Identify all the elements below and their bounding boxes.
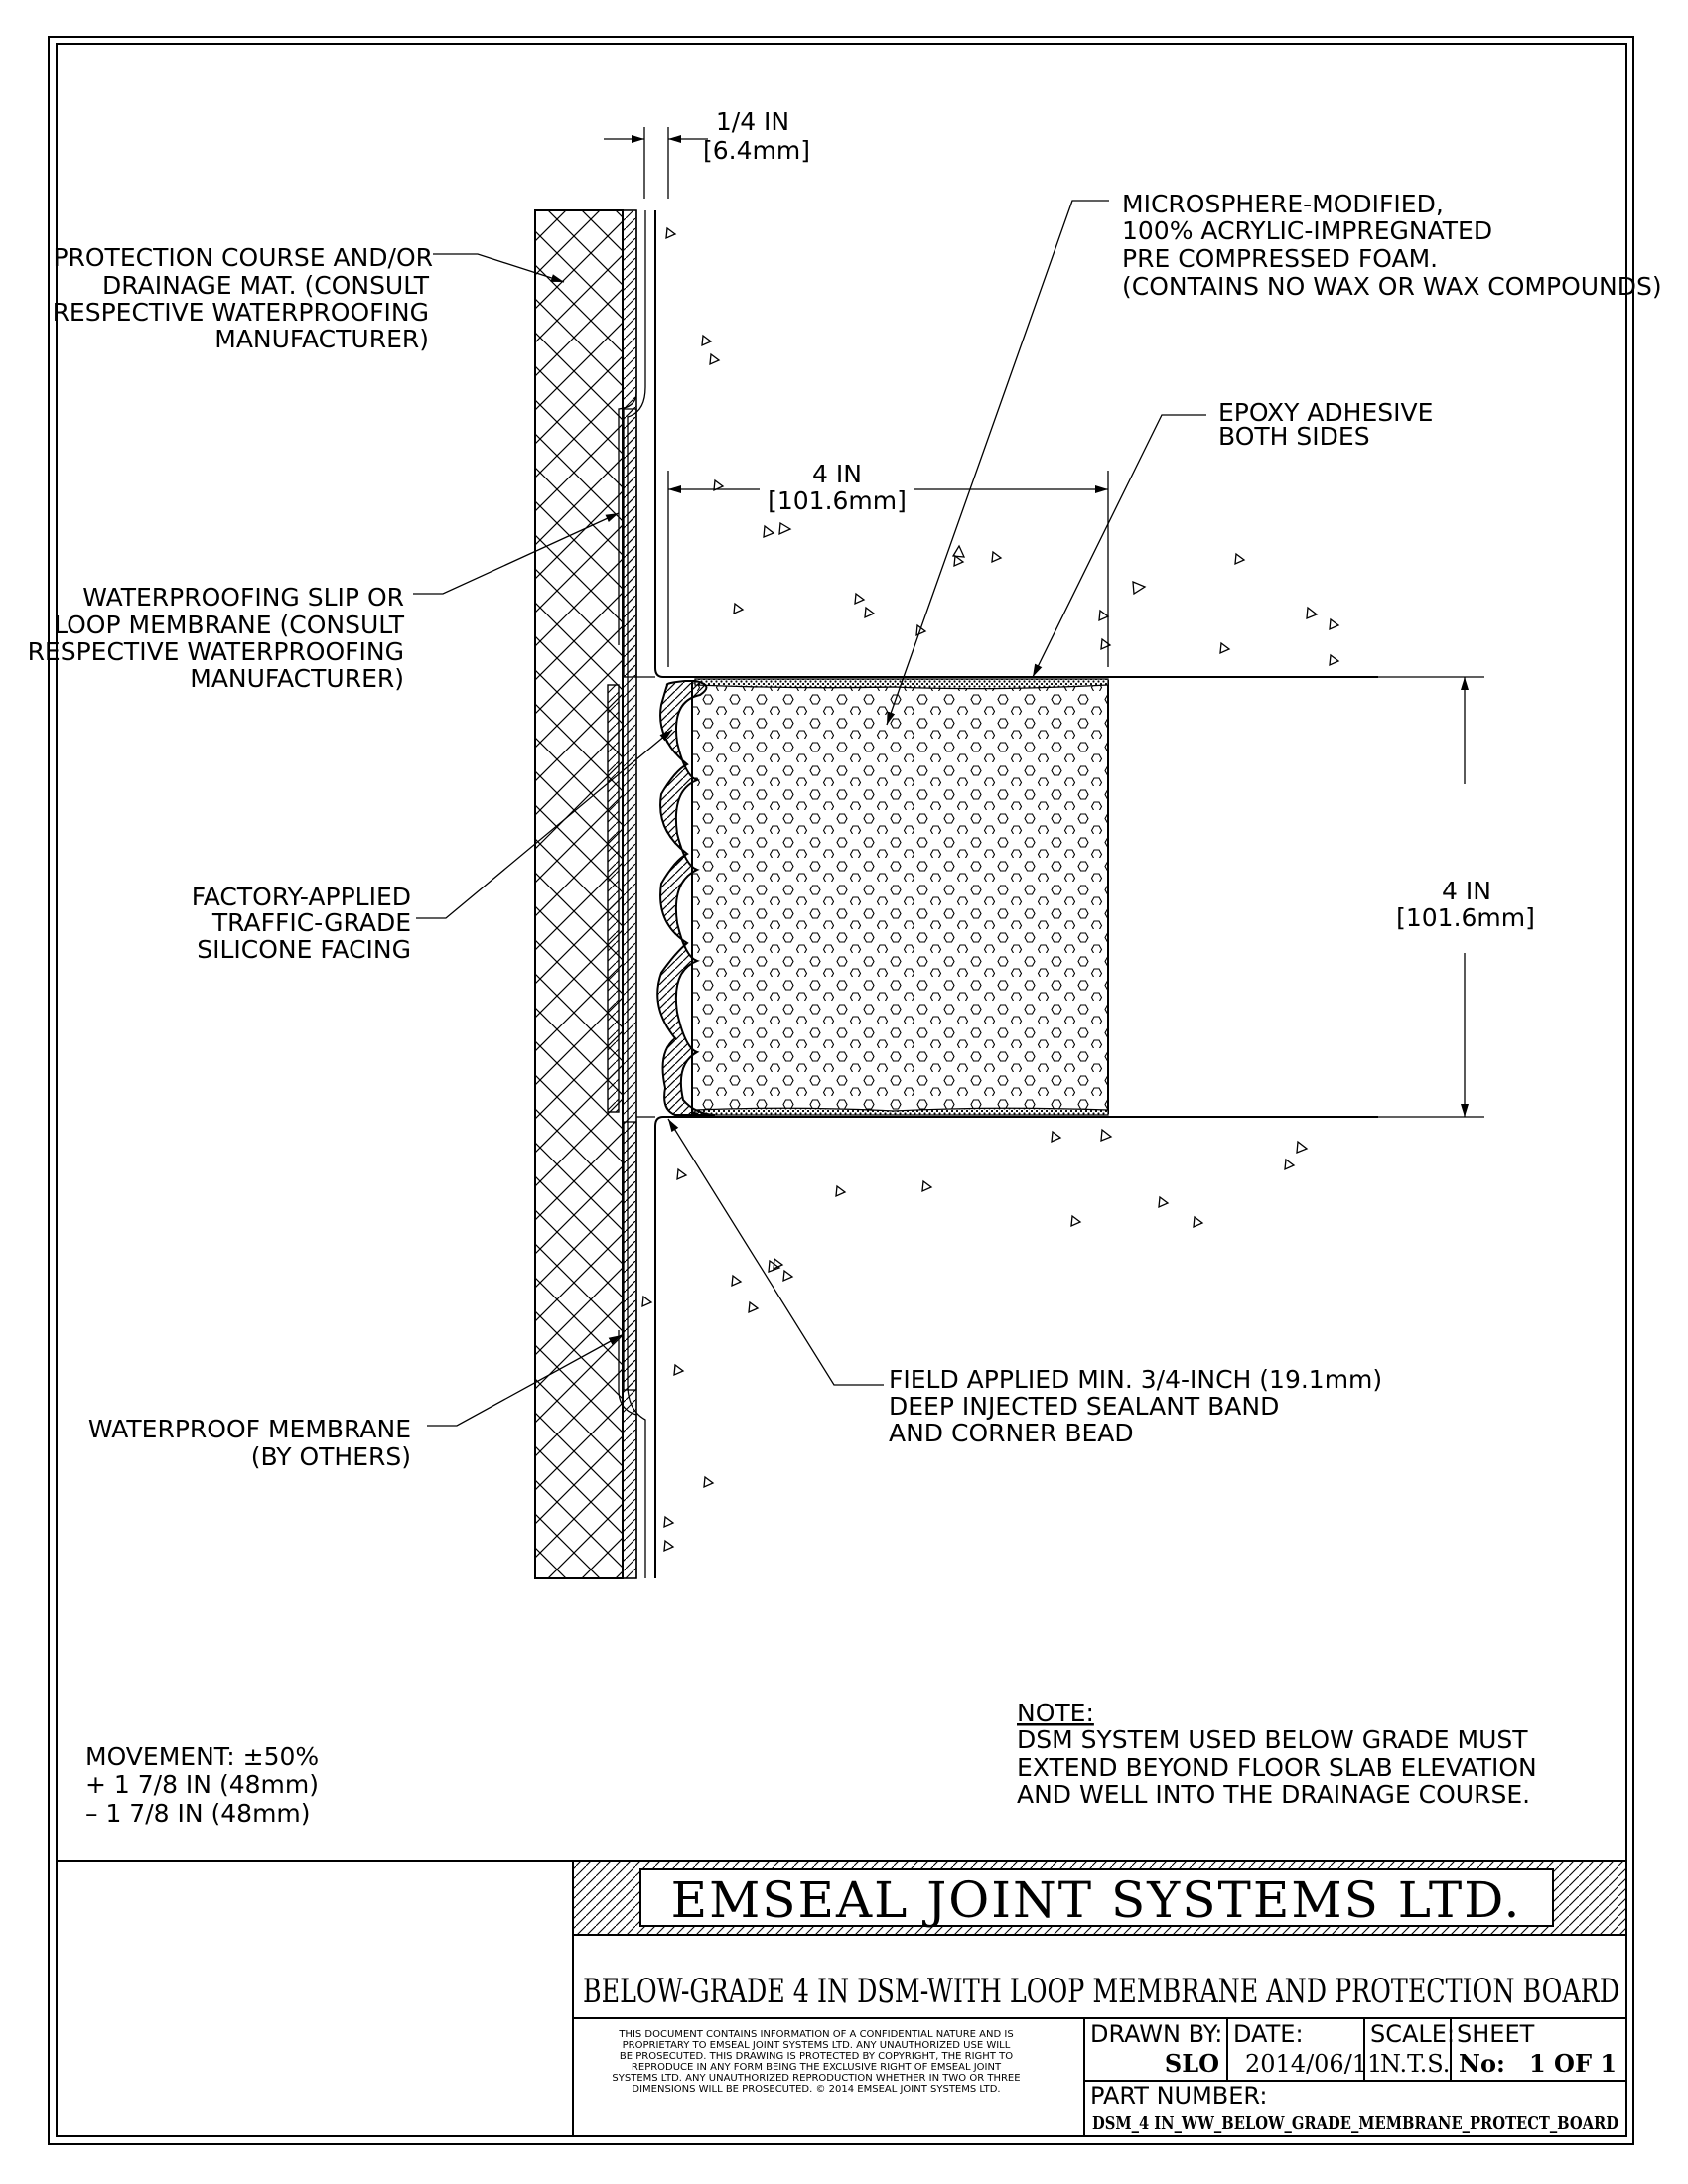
svg-text:FIELD APPLIED MIN. 3/4-INCH (1: FIELD APPLIED MIN. 3/4-INCH (19.1mm) — [889, 1365, 1382, 1394]
title-block: EMSEAL JOINT SYSTEMS LTD. BELOW-GRADE 4 … — [572, 1860, 1627, 2136]
dim-width-in: 4 IN — [812, 460, 862, 488]
company-name: EMSEAL JOINT SYSTEMS LTD. — [671, 1871, 1522, 1929]
membrane-layers — [607, 209, 646, 1579]
svg-text:REPRODUCE IN ANY FORM BEING TH: REPRODUCE IN ANY FORM BEING THE EXCLUSIV… — [632, 2062, 1002, 2073]
foam-block — [691, 680, 1109, 1114]
callout-sealant-band: FIELD APPLIED MIN. 3/4-INCH (19.1mm) DEE… — [889, 1365, 1382, 1447]
callout-slip-loop-membrane: WATERPROOFING SLIP OR LOOP MEMBRANE (CON… — [28, 583, 405, 693]
svg-text:MOVEMENT: ±50%: MOVEMENT: ±50% — [85, 1742, 319, 1771]
svg-text:THIS DOCUMENT CONTAINS INFORMA: THIS DOCUMENT CONTAINS INFORMATION OF A … — [618, 2029, 1013, 2040]
sheet-label: SHEET — [1457, 2020, 1535, 2048]
svg-text:[101.6mm]: [101.6mm] — [768, 486, 907, 515]
svg-text:FACTORY-APPLIED: FACTORY-APPLIED — [192, 883, 411, 911]
drawn-by-value: SLO — [1165, 2049, 1219, 2078]
part-number-label: PART NUMBER: — [1090, 2082, 1267, 2110]
svg-text:+ 1 7/8 IN (48mm): + 1 7/8 IN (48mm) — [85, 1770, 319, 1799]
sheet-border-inner — [56, 43, 1627, 2137]
concrete-slabs — [636, 210, 1378, 1578]
dim-depth-mm: [101.6mm] — [1396, 903, 1535, 932]
svg-text:PROTECTION COURSE AND/OR: PROTECTION COURSE AND/OR — [53, 243, 433, 272]
svg-text:AND CORNER BEAD: AND CORNER BEAD — [889, 1419, 1134, 1447]
scale-value: N.T.S. — [1380, 2050, 1450, 2078]
date-label: DATE: — [1233, 2020, 1304, 2048]
svg-text:DIMENSIONS WILL BE PROSECUTED.: DIMENSIONS WILL BE PROSECUTED. © 2014 EM… — [632, 2084, 1000, 2095]
svg-text:DRAINAGE MAT. (CONSULT: DRAINAGE MAT. (CONSULT — [102, 271, 430, 300]
svg-text:RESPECTIVE WATERPROOFING: RESPECTIVE WATERPROOFING — [28, 637, 404, 666]
svg-text:BOTH SIDES: BOTH SIDES — [1218, 422, 1370, 451]
svg-text:WATERPROOFING SLIP OR: WATERPROOFING SLIP OR — [82, 583, 404, 612]
svg-text:MICROSPHERE-MODIFIED,: MICROSPHERE-MODIFIED, — [1122, 190, 1444, 218]
svg-text:DSM SYSTEM USED BELOW GRADE MU: DSM SYSTEM USED BELOW GRADE MUST — [1017, 1725, 1528, 1754]
svg-text:4 IN: 4 IN — [812, 460, 862, 488]
svg-text:SILICONE FACING: SILICONE FACING — [197, 935, 411, 964]
epoxy-band-bottom — [694, 1107, 1109, 1116]
part-number-value: DSM_4 IN_WW_BELOW_GRADE_MEMBRANE_PROTECT… — [1092, 2114, 1618, 2134]
movement-spec: MOVEMENT: ±50% + 1 7/8 IN (48mm) – 1 7/8… — [85, 1742, 319, 1828]
svg-text:WATERPROOF MEMBRANE: WATERPROOF MEMBRANE — [88, 1415, 411, 1443]
svg-text:MANUFACTURER): MANUFACTURER) — [190, 664, 404, 693]
dim-gap-top-mm: [6.4mm] — [703, 136, 810, 165]
dim-depth-in: 4 IN — [1442, 877, 1491, 905]
callout-microsphere-foam: MICROSPHERE-MODIFIED, 100% ACRYLIC-IMPRE… — [1122, 190, 1662, 301]
svg-text:SYSTEMS LTD. ANY UNAUTHORIZED: SYSTEMS LTD. ANY UNAUTHORIZED REPRODUCTI… — [612, 2073, 1020, 2084]
svg-text:LOOP MEMBRANE (CONSULT: LOOP MEMBRANE (CONSULT — [54, 611, 405, 639]
svg-text:PROPRIETARY TO EMSEAL JOINT SY: PROPRIETARY TO EMSEAL JOINT SYSTEMS LTD.… — [623, 2040, 1011, 2051]
svg-text:PRE COMPRESSED FOAM.: PRE COMPRESSED FOAM. — [1122, 244, 1438, 273]
silicone-facing — [656, 680, 716, 1116]
svg-text:1/4 IN: 1/4 IN — [716, 107, 789, 136]
svg-text:– 1 7/8 IN (48mm): – 1 7/8 IN (48mm) — [85, 1799, 311, 1828]
svg-text:4 IN: 4 IN — [1442, 877, 1491, 905]
svg-text:EPOXY ADHESIVE: EPOXY ADHESIVE — [1218, 398, 1433, 427]
svg-text:AND WELL INTO THE DRAINAGE COU: AND WELL INTO THE DRAINAGE COURSE. — [1017, 1780, 1530, 1809]
sheet-value: 1 OF 1 — [1529, 2049, 1617, 2078]
svg-text:(CONTAINS NO WAX OR WAX COMPOU: (CONTAINS NO WAX OR WAX COMPOUNDS) — [1122, 272, 1662, 301]
svg-text:[6.4mm]: [6.4mm] — [703, 136, 810, 165]
callout-epoxy-adhesive: EPOXY ADHESIVE BOTH SIDES — [1218, 398, 1433, 451]
note-block: NOTE: DSM SYSTEM USED BELOW GRADE MUST E… — [1017, 1699, 1537, 1809]
svg-text:RESPECTIVE WATERPROOFING: RESPECTIVE WATERPROOFING — [53, 298, 429, 327]
drawn-by-label: DRAWN BY: — [1090, 2020, 1222, 2048]
callout-protection-course: PROTECTION COURSE AND/OR DRAINAGE MAT. (… — [53, 243, 433, 353]
svg-text:BE PROSECUTED. THIS DRAWING IS: BE PROSECUTED. THIS DRAWING IS PROTECTED… — [620, 2051, 1013, 2062]
svg-text:TRAFFIC-GRADE: TRAFFIC-GRADE — [211, 908, 411, 937]
sheet-no-label: No: — [1459, 2049, 1505, 2078]
dim-gap-top-in: 1/4 IN — [716, 107, 789, 136]
drawing-title: BELOW-GRADE 4 IN DSM-WITH LOOP MEMBRANE … — [583, 1972, 1619, 2011]
svg-text:100% ACRYLIC-IMPREGNATED: 100% ACRYLIC-IMPREGNATED — [1122, 216, 1492, 245]
date-value: 2014/06/11 — [1245, 2050, 1382, 2078]
svg-text:MANUFACTURER): MANUFACTURER) — [214, 325, 429, 353]
callout-silicone-facing: FACTORY-APPLIED TRAFFIC-GRADE SILICONE F… — [192, 883, 411, 964]
svg-text:EXTEND BEYOND FLOOR SLAB ELEVA: EXTEND BEYOND FLOOR SLAB ELEVATION — [1017, 1753, 1537, 1782]
dim-width-mm: [101.6mm] — [768, 486, 907, 515]
svg-text:[101.6mm]: [101.6mm] — [1396, 903, 1535, 932]
disclaimer-text: THIS DOCUMENT CONTAINS INFORMATION OF A … — [612, 2029, 1020, 2095]
svg-text:(BY OTHERS): (BY OTHERS) — [251, 1442, 411, 1471]
leader-lines — [413, 200, 1206, 1427]
sheet-border-outer — [48, 36, 1634, 2145]
svg-text:DEEP INJECTED SEALANT BAND: DEEP INJECTED SEALANT BAND — [889, 1392, 1279, 1421]
scale-label: SCALE: — [1370, 2020, 1455, 2048]
callout-waterproof-membrane: WATERPROOF MEMBRANE (BY OTHERS) — [88, 1415, 411, 1471]
svg-text:NOTE:: NOTE: — [1017, 1699, 1094, 1727]
dimension-lines — [604, 127, 1484, 1118]
